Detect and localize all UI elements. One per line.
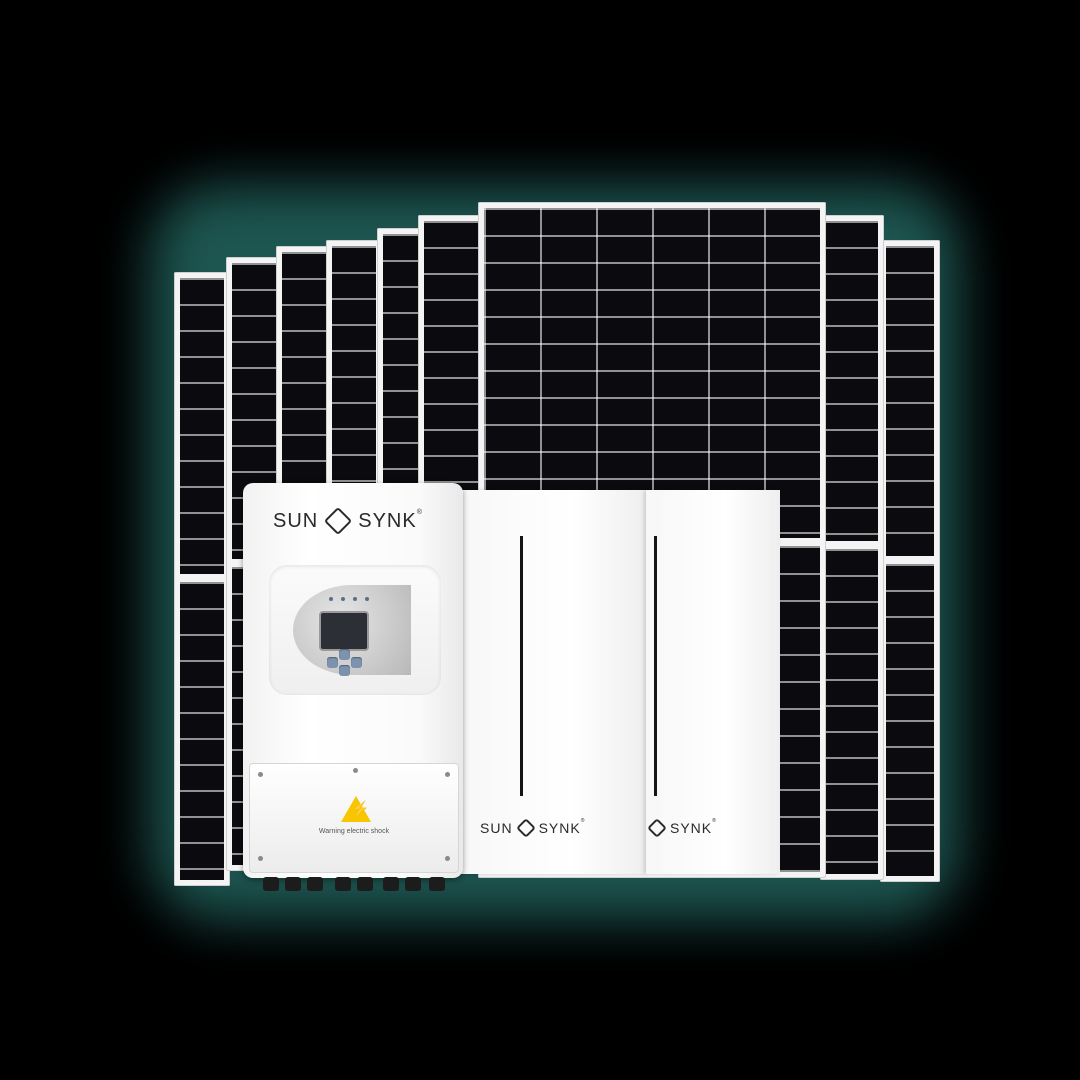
lcd-screen [319,611,369,651]
left-button-icon [327,657,338,668]
down-button-icon [339,665,350,676]
inverter-brand-logo: SUN SYNK ® [273,506,423,536]
cable-connector [307,877,323,891]
hybrid-inverter: SUN SYNK ® ⚡ [243,483,463,891]
up-button-icon [339,649,350,660]
solar-panel [820,215,884,880]
cable-connector [383,877,399,891]
brand-synk-text: SYNK [358,509,417,532]
cable-connector [357,877,373,891]
battery-slot-line [520,536,523,796]
inverter-control-panel [269,565,441,695]
screw-icon [445,856,450,861]
solar-panel [880,240,940,882]
battery-brand-logo: SUN SYNK ® [480,818,586,838]
sunsynk-logo-icon [647,818,667,838]
control-dial [293,585,411,676]
cable-connector [263,877,279,891]
status-led-icon [353,597,357,601]
sunsynk-logo-icon [515,818,536,838]
status-led-icon [365,597,369,601]
solar-panel [174,272,230,886]
battery-slot-line [654,536,657,796]
cable-connector [335,877,351,891]
brand-sun-text: SUN [480,820,513,836]
screw-icon [258,772,263,777]
screw-icon [258,856,263,861]
brand-synk-text: SYNK [538,820,581,836]
brand-sun-text: SUN [273,509,319,532]
battery-module: SUN SYNK ® [458,490,648,874]
cable-connector [429,877,445,891]
screw-icon [445,772,450,777]
cable-connector [285,877,301,891]
sunsynk-logo-icon [324,506,353,536]
high-voltage-warning-icon [341,796,371,822]
brand-synk-text: SYNK [670,820,713,836]
warning-label: Warning electric shock [318,828,390,835]
status-led-icon [329,597,333,601]
cable-connector [405,877,421,891]
right-button-icon [351,657,362,668]
battery-brand-logo: SYNK ® [644,818,717,838]
screw-icon [353,768,358,773]
battery-module: SYNK ® [646,490,780,874]
terminal-cover: ⚡ Warning electric shock [249,763,459,873]
status-led-icon [341,597,345,601]
